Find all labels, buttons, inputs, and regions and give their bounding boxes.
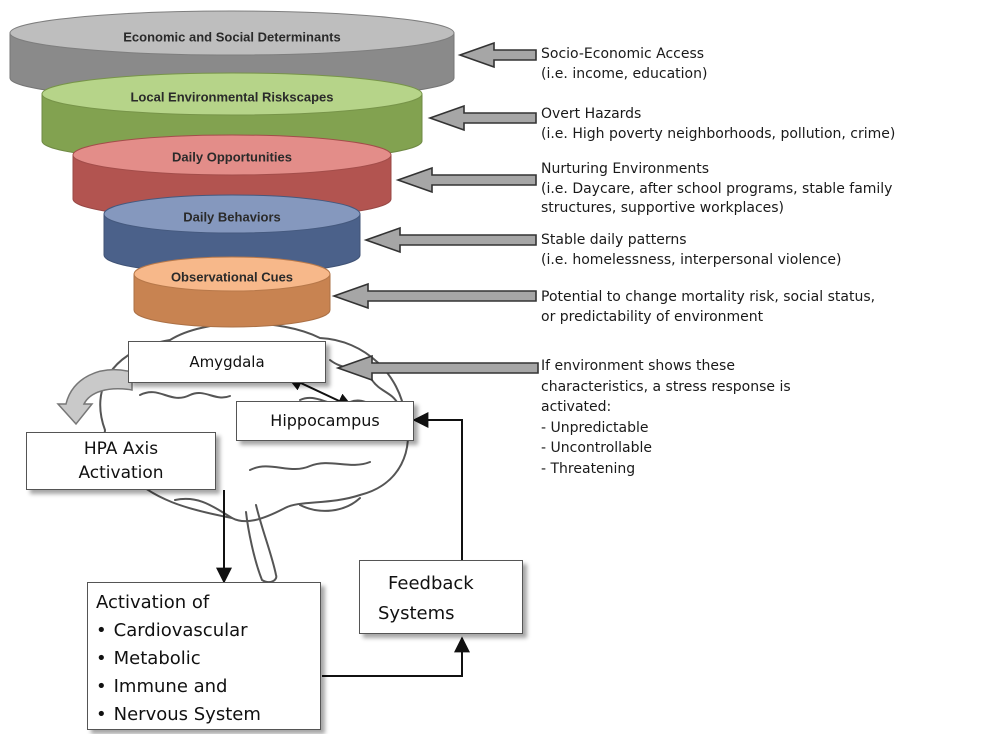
- hpa-line-2: Activation: [78, 463, 164, 483]
- left-block-arrow: [457, 41, 537, 69]
- amygdala-label: Amygdala: [189, 353, 265, 371]
- funnel-level-top: [72, 134, 392, 176]
- left-block-arrow: [331, 282, 537, 310]
- note-line: If environment shows these: [541, 358, 735, 374]
- hippocampus-label: Hippocampus: [270, 411, 380, 430]
- list-item: Metabolic: [96, 645, 320, 673]
- funnel-level: Daily Behaviors: [103, 194, 361, 275]
- funnel-level-top: [103, 194, 361, 234]
- note-line: Socio-Economic Access: [541, 46, 705, 62]
- funnel-level-label: Daily Behaviors: [183, 209, 281, 224]
- note-nurturing: Nurturing Environments (i.e. Daycare, af…: [541, 160, 892, 219]
- note-line: Stable daily patterns: [541, 232, 687, 248]
- note-line: activated:: [541, 399, 612, 415]
- note-line: (i.e. High poverty neighborhoods, pollut…: [541, 125, 896, 142]
- list-item: Nervous System: [96, 701, 320, 729]
- feedback-line-2: Systems: [378, 603, 455, 624]
- note-line: Nurturing Environments: [541, 161, 710, 177]
- activation-title: Activation of: [96, 592, 210, 613]
- funnel-level-label: Economic and Social Determinants: [123, 29, 340, 44]
- note-line: characteristics, a stress response is: [541, 378, 791, 395]
- funnel-level-label: Daily Opportunities: [172, 149, 292, 164]
- funnel-level-label: Observational Cues: [171, 269, 293, 284]
- activation-list: Cardiovascular Metabolic Immune and Nerv…: [96, 617, 320, 729]
- funnel-level-top: [133, 256, 331, 292]
- list-item: Immune and: [96, 673, 320, 701]
- funnel-level: Observational Cues: [133, 256, 331, 328]
- feedback-systems-box: Feedback Systems: [359, 560, 523, 634]
- note-line: Potential to change mortality risk, soci…: [541, 289, 876, 305]
- feedback-to-hippocampus-arrow: [412, 412, 463, 560]
- funnel-level-top: [41, 72, 423, 116]
- note-line: Overt Hazards: [541, 106, 642, 122]
- note-line: or predictability of environment: [541, 308, 764, 325]
- activation-box: Activation of Cardiovascular Metabolic I…: [87, 582, 321, 730]
- left-block-arrow: [335, 354, 539, 382]
- note-line: (i.e. Daycare, after school programs, st…: [541, 180, 893, 197]
- amygdala-box: Amygdala: [128, 341, 326, 383]
- note-line: - Threatening: [541, 460, 636, 477]
- funnel-level-label: Local Environmental Riskscapes: [130, 89, 333, 104]
- left-block-arrow: [363, 226, 537, 254]
- funnel-level-top: [9, 10, 455, 56]
- left-block-arrow: [395, 166, 537, 194]
- hpa-axis-box: HPA Axis Activation: [26, 432, 216, 490]
- note-potential-change: Potential to change mortality risk, soci…: [541, 288, 875, 327]
- list-item: Cardiovascular: [96, 617, 320, 645]
- note-line: (i.e. homelessness, interpersonal violen…: [541, 251, 842, 268]
- feedback-line-1: Feedback: [388, 573, 474, 594]
- hippocampus-box: Hippocampus: [236, 401, 414, 441]
- hpa-line-1: HPA Axis: [83, 439, 159, 459]
- gray-arrows: [331, 41, 539, 382]
- note-stable-patterns: Stable daily patterns (i.e. homelessness…: [541, 231, 842, 270]
- note-socio-economic: Socio-Economic Access (i.e. income, educ…: [541, 45, 707, 84]
- curved-arrow-amygdala-to-hpa: [56, 369, 133, 426]
- activation-to-feedback-arrow: [322, 636, 470, 677]
- note-line: - Unpredictable: [541, 419, 649, 436]
- note-line: (i.e. income, education): [541, 65, 708, 82]
- note-line: structures, supportive workplaces): [541, 200, 785, 216]
- left-block-arrow: [427, 104, 537, 132]
- note-stress-response: If environment shows these characteristi…: [541, 356, 791, 479]
- note-overt-hazards: Overt Hazards (i.e. High poverty neighbo…: [541, 105, 895, 144]
- note-line: - Uncontrollable: [541, 440, 653, 456]
